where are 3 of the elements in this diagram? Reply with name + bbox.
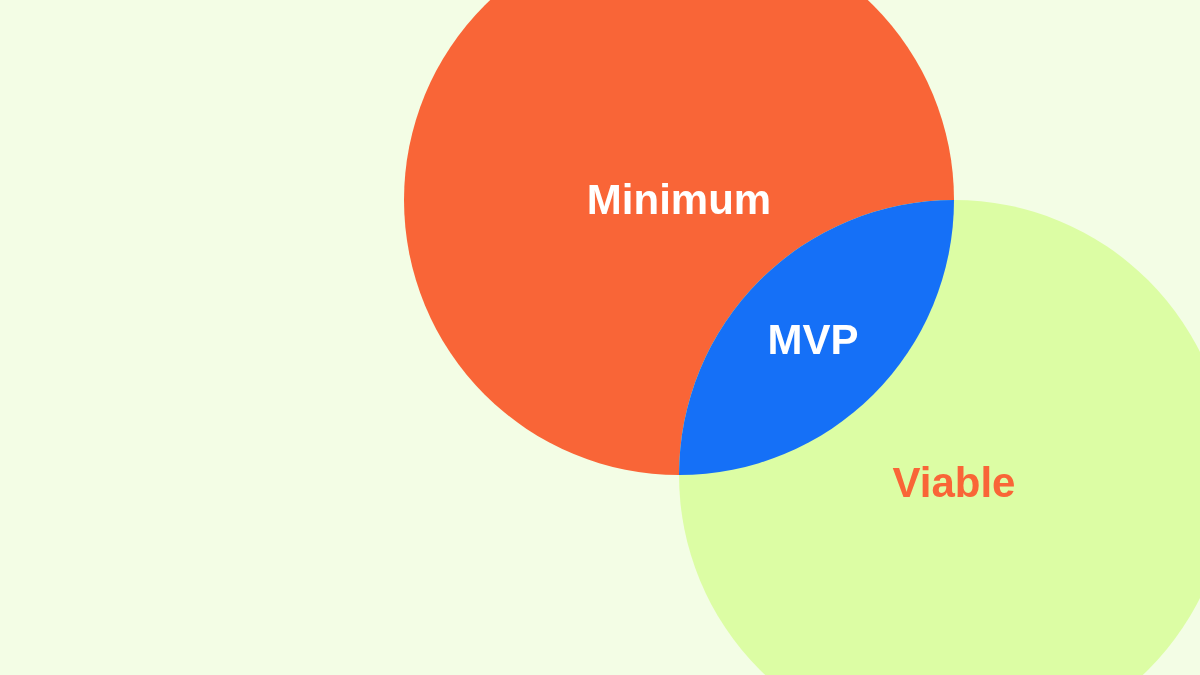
circle-label: Viable xyxy=(892,462,1016,504)
overlap-label: MVP xyxy=(767,319,859,361)
circle-label: Minimum xyxy=(586,179,772,221)
